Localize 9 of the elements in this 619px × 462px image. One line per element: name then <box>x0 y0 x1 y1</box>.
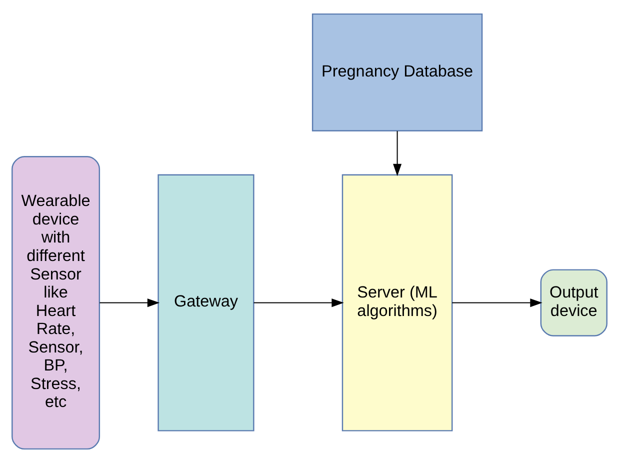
arrow <box>452 298 542 307</box>
node-box: Pregnancy Database <box>312 12 483 131</box>
node-box: Wearable device with different Sensor like Heart Rate, Sensor, BP, Stress, etc <box>12 156 100 450</box>
node-box: Server (ML algorithms) <box>342 174 453 431</box>
arrow <box>100 298 160 307</box>
node-box: Gateway <box>158 174 254 431</box>
arrow <box>254 298 344 307</box>
node-box: Output device <box>540 268 608 336</box>
arrow <box>393 130 402 176</box>
